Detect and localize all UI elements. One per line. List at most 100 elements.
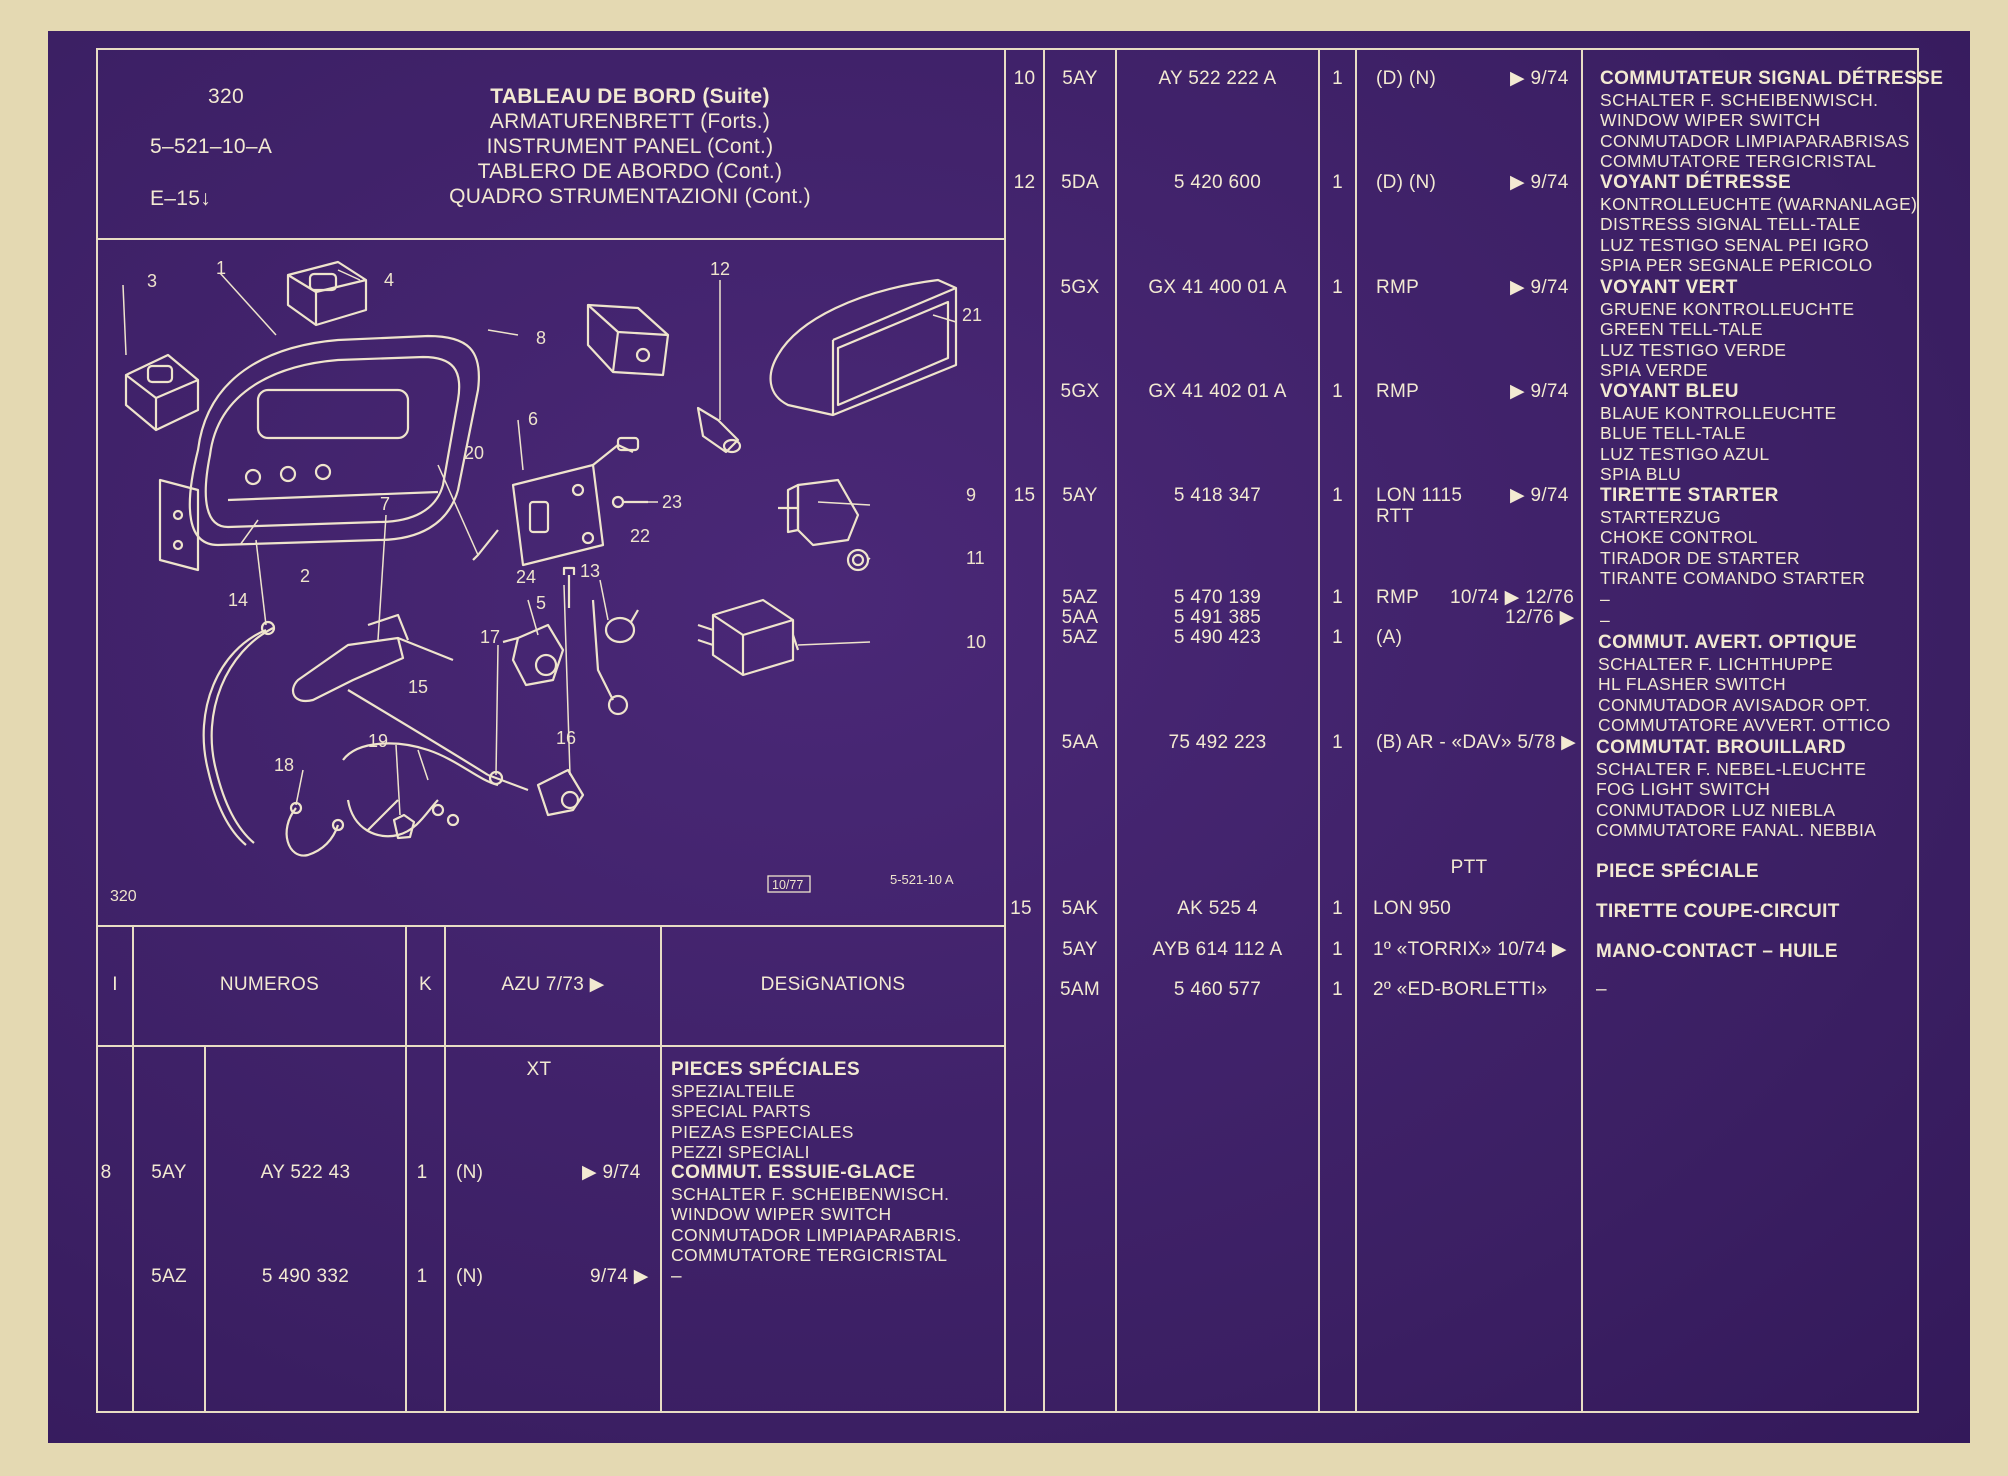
special-parts-block: PIECES SPÉCIALES SPEZIALTEILE SPECIAL PA… xyxy=(671,1059,860,1163)
item-index: 8 xyxy=(100,1162,112,1183)
part-number: 5 420 600 xyxy=(1173,172,1262,193)
designation-line: SPEZIALTEILE xyxy=(671,1080,796,1101)
col-azu-header: AZU 7/73 ▶ xyxy=(501,974,605,995)
designation: COMMUTATEUR SIGNAL DÉTRESSE SCHALTER F. … xyxy=(1600,68,1944,172)
designation-line: KONTROLLEUCHTE (WARNANLAGE) xyxy=(1600,193,1918,214)
wiper-switch-7 xyxy=(291,613,454,703)
part-number: 5 490 332 xyxy=(261,1266,350,1287)
designation-title: VOYANT BLEU xyxy=(1600,381,1739,402)
model-applicability: PTT xyxy=(1450,857,1488,878)
part-code: 5GX xyxy=(1060,381,1100,402)
designation: VOYANT DÉTRESSE KONTROLLEUCHTE (WARNANLA… xyxy=(1600,172,1918,276)
quantity: 1 xyxy=(1332,587,1343,608)
quantity: 1 xyxy=(416,1266,428,1287)
quantity: 1 xyxy=(1332,939,1343,960)
designation-title: COMMUTAT. BROUILLARD xyxy=(1596,737,1847,758)
callout-8: 8 xyxy=(536,328,546,348)
part-number: 5 460 577 xyxy=(1173,979,1262,1000)
designation-line: GREEN TELL-TALE xyxy=(1600,319,1763,340)
designation-title: TIRETTE STARTER xyxy=(1600,485,1779,506)
designation-title: MANO-CONTACT – HUILE xyxy=(1596,941,1838,962)
screw-23 xyxy=(611,495,648,509)
designation-line: SPIA VERDE xyxy=(1600,360,1709,381)
model-applicability: (B) AR - «DAV» 5/78 ▶ xyxy=(1376,732,1577,753)
col-numeros-header: NUMEROS xyxy=(219,974,320,995)
range-code: E–15↓ xyxy=(150,187,212,210)
date-range: ▶ 9/74 xyxy=(1510,172,1569,193)
parts-catalog-sheet xyxy=(48,31,1970,1443)
part-number: GX 41 402 01 A xyxy=(1148,381,1287,402)
designation-title: – xyxy=(671,1266,682,1287)
date-range: 12/76 ▶ xyxy=(1505,607,1575,628)
designation: MANO-CONTACT – HUILE xyxy=(1596,941,1838,963)
callout-5: 5 xyxy=(536,593,546,613)
designation-line: SCHALTER F. SCHEIBENWISCH. xyxy=(1600,89,1879,110)
designation-line: SCHALTER F. LICHTHUPPE xyxy=(1598,653,1834,674)
item-index: 15 xyxy=(1013,485,1036,506)
exploded-parts-diagram: 3 1 4 12 21 8 6 20 9 7 23 22 2 24 13 11 … xyxy=(110,258,986,905)
part-code: 5AY xyxy=(151,1162,187,1183)
model-applicability: (A) xyxy=(1376,627,1403,648)
screw-24 xyxy=(562,566,576,608)
item-index: 12 xyxy=(1013,172,1036,193)
instrument-cluster xyxy=(158,334,480,572)
designation: COMMUTAT. BROUILLARD SCHALTER F. NEBEL-L… xyxy=(1596,737,1877,841)
designation-line: COMMUTATORE AVVERT. OTTICO xyxy=(1598,715,1891,736)
designation-line: COMMUTATORE TERGICRISTAL xyxy=(671,1245,948,1266)
light-housing-21 xyxy=(769,278,958,417)
designation-line: BLUE TELL-TALE xyxy=(1600,423,1746,444)
callout-15: 15 xyxy=(408,677,428,697)
designation-line: CONMUTADOR LUZ NIEBLA xyxy=(1596,799,1836,820)
model-applicability: RMP xyxy=(1376,277,1420,298)
model-applicability: LON 1115 xyxy=(1376,485,1463,506)
callout-21: 21 xyxy=(962,305,982,325)
callout-16: 16 xyxy=(556,728,576,748)
callout-20: 20 xyxy=(464,443,484,463)
designation-line: COMMUTATORE FANAL. NEBBIA xyxy=(1596,820,1877,841)
col-designations-header: DESiGNATIONS xyxy=(760,974,906,995)
callout-9: 9 xyxy=(966,485,976,505)
designation-line: LUZ TESTIGO AZUL xyxy=(1600,443,1770,464)
knob-22 xyxy=(604,609,639,644)
model-applicability: (D) (N) xyxy=(1376,68,1437,89)
designation-title: TIRETTE COUPE-CIRCUIT xyxy=(1596,901,1840,922)
date-range: ▶ 9/74 xyxy=(1510,277,1569,298)
designation-line: COMMUTATORE TERGICRISTAL xyxy=(1600,151,1877,172)
quantity: 1 xyxy=(1332,979,1343,1000)
part-code: 5GX xyxy=(1060,277,1100,298)
model-applicability: (N) xyxy=(456,1266,484,1287)
title-en: INSTRUMENT PANEL (Cont.) xyxy=(486,135,774,158)
designation: PIECE SPÉCIALE xyxy=(1596,861,1759,883)
col-k-header: K xyxy=(419,974,432,995)
part-code: 5DA xyxy=(1061,172,1099,193)
designation: COMMUT. AVERT. OPTIQUE SCHALTER F. LICHT… xyxy=(1598,632,1891,736)
part-number: 5 470 139 xyxy=(1173,587,1262,608)
part-number: AK 525 4 xyxy=(1177,898,1258,919)
callout-18: 18 xyxy=(274,755,294,775)
title-fr: TABLEAU DE BORD (Suite) xyxy=(490,85,770,108)
designation-line: WINDOW WIPER SWITCH xyxy=(1600,110,1821,131)
quantity: 1 xyxy=(416,1162,428,1183)
designation-line: – xyxy=(1600,588,1611,609)
date-box xyxy=(767,875,811,893)
designation-line: BLAUE KONTROLLEUCHTE xyxy=(1600,402,1837,423)
date-range: ▶ 9/74 xyxy=(1510,68,1569,89)
switch-4 xyxy=(286,260,368,327)
callout-17: 17 xyxy=(480,627,500,647)
callout-10: 10 xyxy=(966,632,986,652)
designation-line: LUZ TESTIGO VERDE xyxy=(1600,339,1787,360)
designation-title: VOYANT DÉTRESSE xyxy=(1600,172,1792,193)
cable-15-17 xyxy=(342,689,529,838)
part-code: 5AZ xyxy=(1062,587,1098,608)
choke-knob-9 xyxy=(778,478,870,572)
part-number: 5 490 423 xyxy=(1173,627,1262,648)
designation-title: COMMUTATEUR SIGNAL DÉTRESSE xyxy=(1600,68,1944,89)
item-index: 15 xyxy=(1010,898,1032,919)
diagram-ref: 5-521-10 A xyxy=(890,872,954,887)
quantity: 1 xyxy=(1332,277,1343,298)
part-number: AY 522 222 A xyxy=(1158,68,1277,89)
page-number: 320 xyxy=(208,85,244,108)
designation-line: SCHALTER F. SCHEIBENWISCH. xyxy=(671,1183,950,1204)
part-number: 75 492 223 xyxy=(1168,732,1267,753)
callout-3: 3 xyxy=(147,271,157,291)
